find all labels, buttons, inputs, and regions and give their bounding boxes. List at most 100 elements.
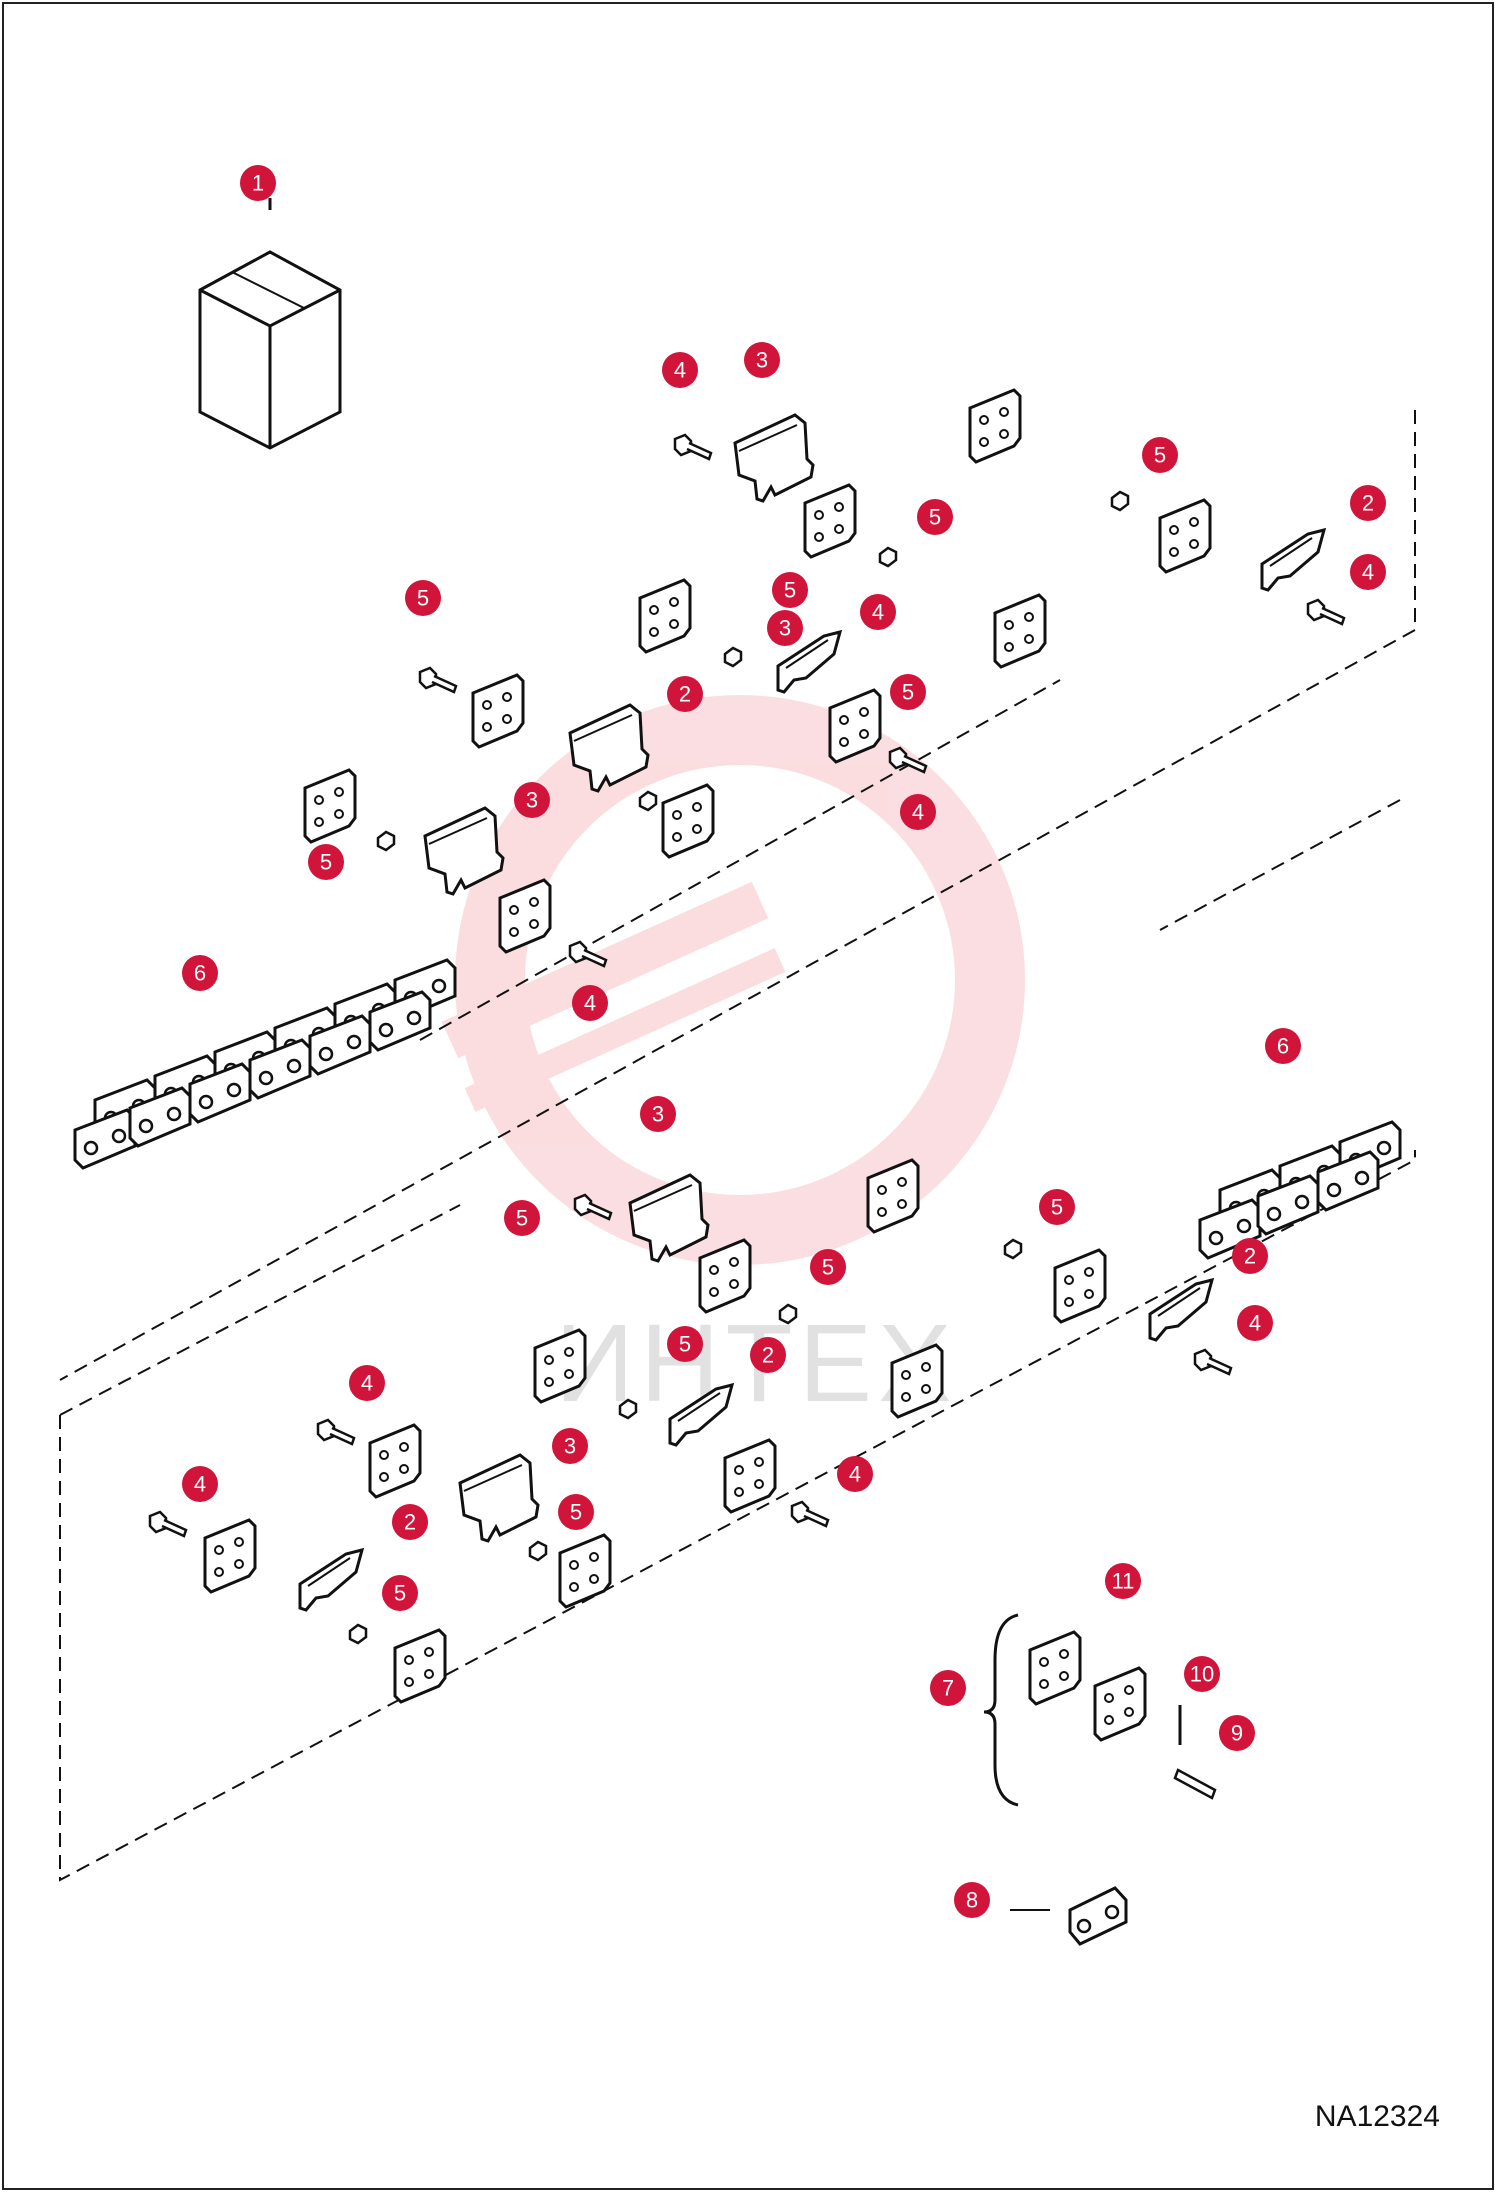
- callout-circle: [182, 1466, 218, 1502]
- callout-c29: 4: [182, 1466, 218, 1502]
- callout-circle: [1039, 1189, 1075, 1225]
- callout-label: 4: [1362, 560, 1374, 585]
- callout-circle: [240, 165, 276, 201]
- callout-label: 2: [1244, 1244, 1256, 1269]
- callout-c24: 2: [1232, 1238, 1268, 1274]
- callout-circle: [667, 676, 703, 712]
- callout-circle: [182, 955, 218, 991]
- callout-label: 3: [526, 788, 538, 813]
- callout-circle: [954, 1882, 990, 1918]
- callout-circle: [1105, 1563, 1141, 1599]
- callout-label: 4: [872, 600, 884, 625]
- callout-c7: 2: [1350, 485, 1386, 521]
- callout-c21: 5: [504, 1200, 540, 1236]
- callout-circle: [810, 1249, 846, 1285]
- callout-circle: [1232, 1238, 1268, 1274]
- callout-label: 5: [570, 1500, 582, 1525]
- drawing-number: NA12324: [1314, 2100, 1440, 2133]
- callout-label: 7: [942, 1676, 954, 1701]
- callout-label: 3: [564, 1434, 576, 1459]
- callout-circle: [837, 1456, 873, 1492]
- callout-label: 4: [674, 358, 686, 383]
- callout-circle: [552, 1428, 588, 1464]
- callout-label: 5: [679, 1332, 691, 1357]
- callout-circle: [1350, 485, 1386, 521]
- callout-circle: [772, 572, 808, 608]
- callout-c35: 11: [1105, 1563, 1141, 1599]
- callout-circle: [514, 782, 550, 818]
- callout-c5: 5: [917, 499, 953, 535]
- upper-attachments: [73, 388, 1346, 1170]
- callout-label: 6: [1277, 1034, 1289, 1059]
- callout-label: 5: [394, 1581, 406, 1606]
- callout-circle: [750, 1337, 786, 1373]
- callout-circle: [667, 1326, 703, 1362]
- callout-label: 5: [1154, 443, 1166, 468]
- callout-c33: 2: [392, 1504, 428, 1540]
- callout-c15: 3: [514, 782, 550, 818]
- callout-c13: 5: [405, 580, 441, 616]
- callout-c6: 5: [772, 572, 808, 608]
- callout-label: 2: [762, 1343, 774, 1368]
- callout-label: 5: [320, 850, 332, 875]
- callout-c11: 2: [667, 676, 703, 712]
- callout-label: 5: [784, 578, 796, 603]
- callout-c17: 4: [572, 985, 608, 1021]
- callout-circle: [662, 352, 698, 388]
- callout-circle: [744, 342, 780, 378]
- callout-circle: [917, 499, 953, 535]
- callout-label: 5: [902, 680, 914, 705]
- watermark-gear: [441, 695, 1025, 1265]
- callout-circle: [558, 1494, 594, 1530]
- callout-circle: [1237, 1305, 1273, 1341]
- callout-circle: [382, 1575, 418, 1611]
- callout-c20: 3: [640, 1096, 676, 1132]
- callout-c25: 4: [1237, 1305, 1273, 1341]
- callout-circle: [1184, 1656, 1220, 1692]
- callout-circle: [1350, 554, 1386, 590]
- callout-label: 10: [1190, 1662, 1214, 1687]
- callout-circle: [1142, 437, 1178, 473]
- callout-c36: 10: [1184, 1656, 1220, 1692]
- callout-c12: 3: [767, 610, 803, 646]
- callout-c34: 5: [382, 1575, 418, 1611]
- callout-label: 3: [756, 348, 768, 373]
- callout-label: 5: [929, 505, 941, 530]
- callout-c10: 5: [890, 674, 926, 710]
- callout-label: 1: [252, 171, 264, 196]
- callout-circle: [930, 1670, 966, 1706]
- callout-c23: 5: [1039, 1189, 1075, 1225]
- callout-circle: [860, 594, 896, 630]
- callout-label: 2: [404, 1510, 416, 1535]
- callout-c28: 4: [349, 1365, 385, 1401]
- callout-label: 5: [516, 1206, 528, 1231]
- callout-c3: 4: [662, 352, 698, 388]
- callout-c26: 5: [667, 1326, 703, 1362]
- callout-label: 2: [679, 682, 691, 707]
- callout-c19: 6: [1265, 1028, 1301, 1064]
- box-part: [198, 198, 342, 450]
- callout-label: 9: [1231, 1721, 1243, 1746]
- callout-c27: 2: [750, 1337, 786, 1373]
- callout-c31: 5: [558, 1494, 594, 1530]
- callout-label: 4: [912, 800, 924, 825]
- callout-c22: 5: [810, 1249, 846, 1285]
- callout-label: 5: [417, 586, 429, 611]
- callout-c18: 6: [182, 955, 218, 991]
- callout-label: 11: [1112, 1569, 1135, 1594]
- callout-circle: [572, 985, 608, 1021]
- callout-c30: 3: [552, 1428, 588, 1464]
- callout-label: 5: [1051, 1195, 1063, 1220]
- callout-c37: 7: [930, 1670, 966, 1706]
- callout-c39: 8: [954, 1882, 990, 1918]
- callout-circle: [900, 794, 936, 830]
- callout-label: 4: [849, 1462, 861, 1487]
- callout-circle: [1219, 1715, 1255, 1751]
- callout-circle: [349, 1365, 385, 1401]
- callout-label: 5: [822, 1255, 834, 1280]
- callout-c2: 3: [744, 342, 780, 378]
- callout-c8: 4: [1350, 554, 1386, 590]
- callout-label: 4: [361, 1371, 373, 1396]
- callout-label: 4: [584, 991, 596, 1016]
